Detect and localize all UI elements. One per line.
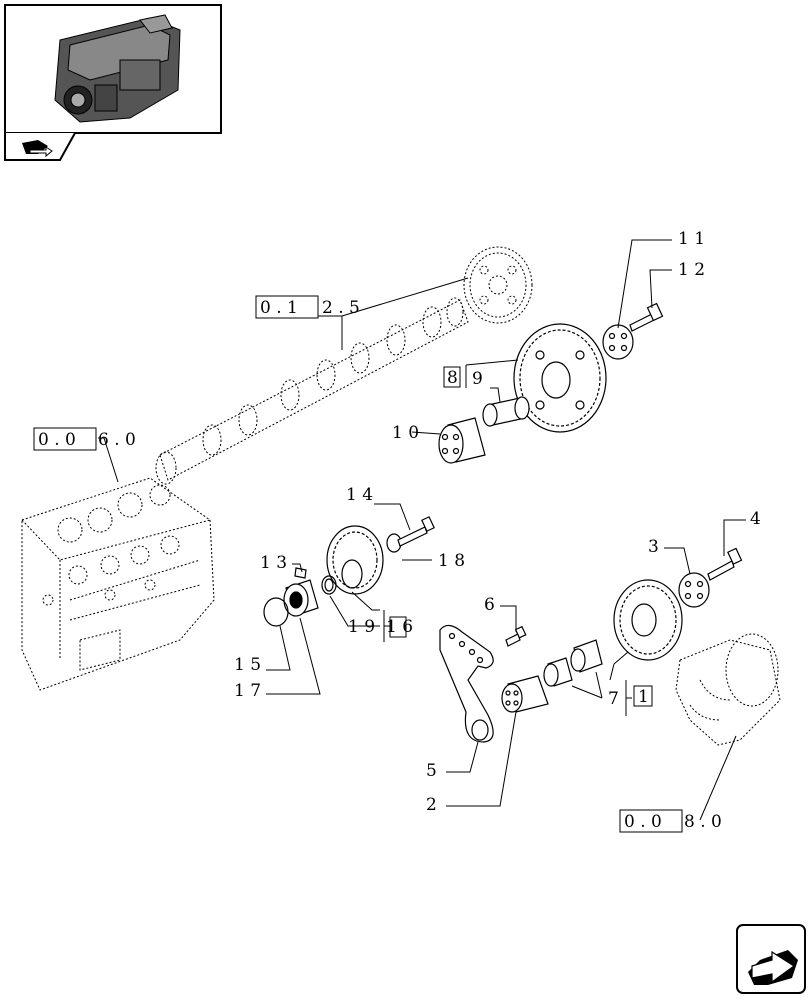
callout-10: 1 0 (392, 423, 419, 443)
callout-5: 5 (426, 761, 437, 781)
bushing-9 (482, 396, 530, 427)
washer-11 (602, 324, 634, 360)
shaft-2 (501, 675, 549, 713)
svg-text:6 . 0: 6 . 0 (98, 430, 136, 450)
book-arrow-tab[interactable] (4, 132, 76, 161)
bolt-4 (707, 547, 743, 581)
washer-3 (678, 572, 710, 608)
next-page-arrow-icon (748, 950, 798, 985)
callout-18: 1 8 (438, 551, 465, 571)
screw-13 (294, 567, 307, 579)
camshaft-gear-outline (463, 246, 533, 324)
callout-6: 6 (484, 595, 495, 615)
seal-19 (321, 575, 337, 595)
svg-text:1: 1 (638, 687, 649, 707)
ref-0-12-5[interactable]: 0 . 1 2 . 5 (255, 295, 360, 319)
leader-lines (98, 239, 746, 821)
svg-text:0 . 1: 0 . 1 (260, 298, 298, 318)
callout-2: 2 (426, 795, 437, 815)
svg-text:8 . 0: 8 . 0 (684, 812, 722, 832)
callout-3: 3 (648, 537, 659, 557)
camshaft-outline (155, 297, 469, 485)
callout-13: 1 3 (260, 553, 287, 573)
svg-text:0 . 0: 0 . 0 (38, 430, 76, 450)
o-ring-15 (263, 597, 289, 627)
bolt-12 (629, 302, 664, 332)
engine-block-outline (21, 477, 215, 691)
engine-thumbnail-icon (4, 4, 222, 134)
support-bracket-5 (439, 624, 494, 743)
gear-1 (613, 579, 683, 661)
crankshaft-outline (675, 633, 781, 746)
callout-16-boxed[interactable]: 1 6 (386, 616, 413, 638)
callout-7: 7 (608, 689, 619, 709)
callout-1-boxed[interactable]: 1 (633, 685, 653, 707)
callout-19: 1 9 (348, 617, 375, 637)
screw-6 (505, 625, 527, 647)
svg-text:8: 8 (447, 368, 458, 388)
hub-10 (438, 417, 486, 464)
cover-17 (283, 579, 319, 617)
callout-11: 1 1 (678, 229, 705, 249)
callout-labels: 1 1 1 2 9 1 0 1 4 1 8 1 3 1 9 1 5 1 7 3 … (234, 229, 761, 815)
callout-17: 1 7 (234, 681, 261, 701)
callout-15: 1 5 (234, 655, 261, 675)
bushing-7a (543, 657, 573, 687)
callout-4: 4 (750, 509, 761, 529)
next-page-button[interactable] (736, 924, 806, 994)
gear-16 (326, 525, 384, 595)
svg-text:0 . 0: 0 . 0 (624, 812, 662, 832)
callout-9: 9 (472, 369, 483, 389)
ref-0-06-0[interactable]: 0 . 0 6 . 0 (33, 427, 136, 451)
callout-12: 1 2 (678, 260, 705, 280)
callout-8-boxed[interactable]: 8 (443, 366, 461, 388)
book-arrow-icon (22, 140, 53, 158)
callout-14: 1 4 (346, 485, 373, 505)
svg-text:2 . 5: 2 . 5 (322, 298, 360, 318)
bolt-14 (397, 516, 435, 547)
ref-0-08-0[interactable]: 0 . 0 8 . 0 (619, 809, 722, 833)
bushing-7b (570, 639, 603, 673)
svg-text:1 6: 1 6 (386, 617, 413, 637)
idler-gear-8 (513, 323, 607, 433)
